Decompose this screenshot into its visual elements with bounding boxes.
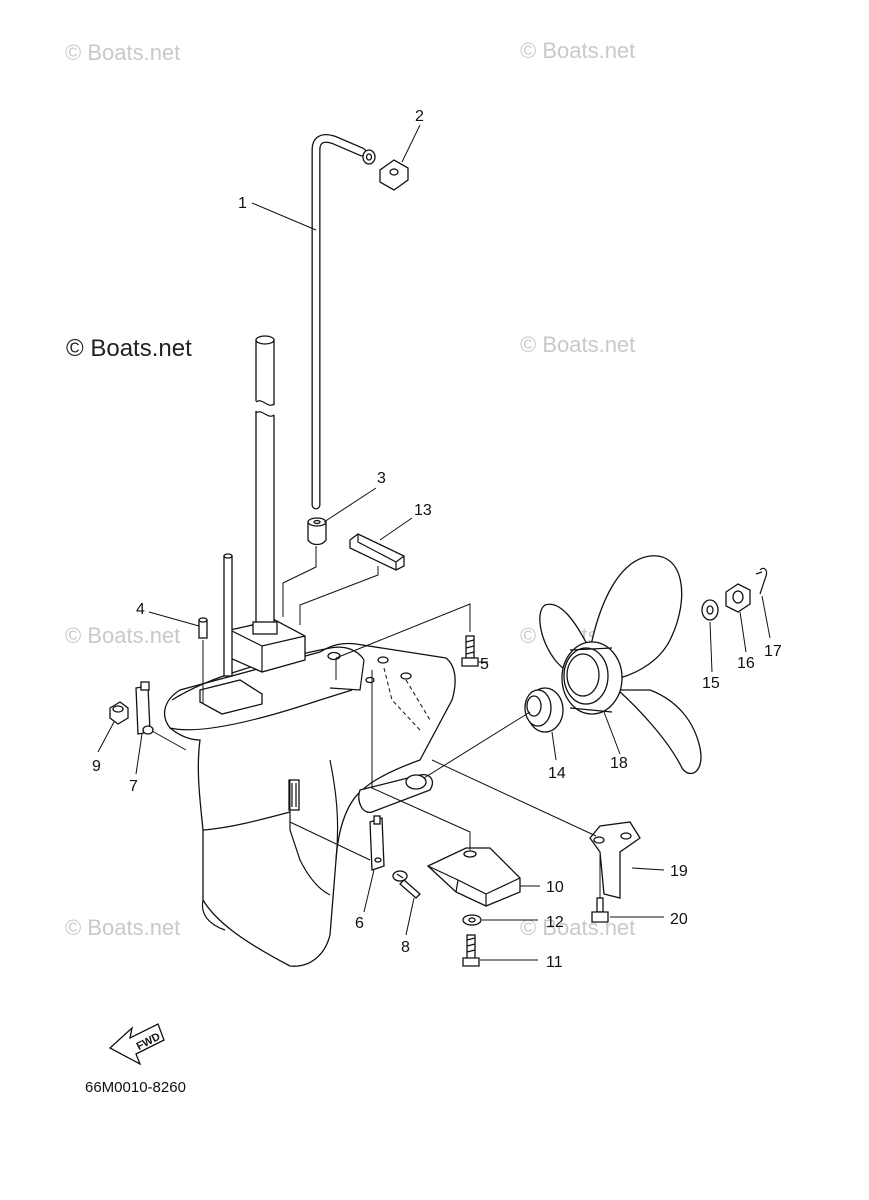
callout-6: 6 bbox=[355, 915, 364, 932]
callout-17: 17 bbox=[764, 643, 782, 660]
callout-2: 2 bbox=[415, 108, 424, 125]
callout-16: 16 bbox=[737, 655, 755, 672]
callout-9: 9 bbox=[92, 758, 101, 775]
bracket-7 bbox=[135, 681, 154, 735]
outlet-block bbox=[199, 679, 263, 715]
callout-5: 5 bbox=[480, 656, 489, 673]
watermark: © Boats.net bbox=[520, 38, 635, 63]
bolt-20 bbox=[591, 897, 609, 923]
lower-casing bbox=[163, 642, 456, 967]
watermark: © Boats.net bbox=[65, 623, 180, 648]
callout-11: 11 bbox=[546, 954, 563, 971]
callout-4: 4 bbox=[136, 601, 145, 618]
shift-rod bbox=[223, 553, 233, 677]
seal-3 bbox=[307, 517, 327, 546]
watermark: © Boats.net bbox=[520, 332, 635, 357]
callout-8: 8 bbox=[401, 939, 410, 956]
drive-shaft bbox=[252, 335, 278, 635]
propeller bbox=[539, 555, 702, 774]
callout-10: 10 bbox=[546, 879, 564, 896]
callout-1: 1 bbox=[238, 195, 247, 212]
cotter-pin bbox=[755, 567, 768, 595]
bolt-5 bbox=[461, 635, 479, 667]
anode-10 bbox=[426, 847, 521, 907]
callout-20: 20 bbox=[670, 911, 688, 928]
diagram-code: 66M0010-8260 bbox=[85, 1079, 186, 1096]
screw-8 bbox=[392, 870, 421, 899]
callout-14: 14 bbox=[548, 765, 566, 782]
washer-12 bbox=[462, 914, 482, 926]
copyright-label: © Boats.net bbox=[66, 335, 192, 362]
washer-15 bbox=[701, 599, 719, 621]
grommet bbox=[379, 159, 409, 191]
anode-19 bbox=[589, 821, 641, 899]
callout-19: 19 bbox=[670, 863, 688, 880]
callout-7: 7 bbox=[129, 778, 138, 795]
bolt-11 bbox=[462, 934, 480, 967]
seal-13 bbox=[349, 533, 405, 571]
callout-12: 12 bbox=[546, 914, 564, 931]
callout-15: 15 bbox=[702, 675, 720, 692]
dowel-pin bbox=[198, 617, 208, 639]
callout-18: 18 bbox=[610, 755, 628, 772]
fwd-arrow-icon: FWD bbox=[108, 1023, 165, 1066]
callout-13: 13 bbox=[414, 502, 432, 519]
callout-3: 3 bbox=[377, 470, 386, 487]
watermark: © Boats.net bbox=[65, 40, 180, 65]
watermark: © Boats.net bbox=[65, 915, 180, 940]
nut-9 bbox=[109, 701, 129, 725]
nut-16 bbox=[725, 583, 751, 613]
spacer-14 bbox=[524, 687, 564, 733]
watermark: © Boats.net bbox=[520, 915, 635, 940]
water-tube bbox=[311, 133, 376, 510]
anode-6 bbox=[369, 815, 385, 871]
